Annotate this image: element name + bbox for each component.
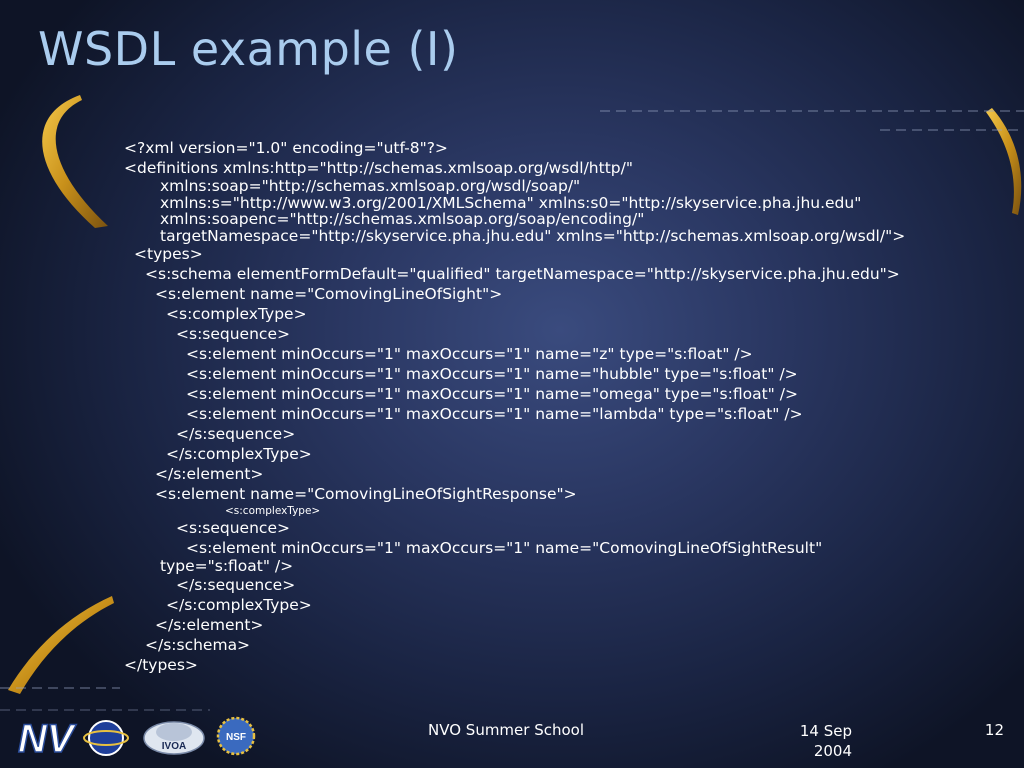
code-line: <s:element minOccurs="1" maxOccurs="1" n…	[186, 385, 798, 403]
code-line: </s:sequence>	[176, 575, 296, 594]
svg-text:IVOA: IVOA	[162, 741, 186, 752]
code-line: targetNamespace="http://skyservice.pha.j…	[160, 226, 906, 245]
footer-page-number: 12	[984, 721, 1004, 739]
gold-arc-top-left	[42, 95, 108, 228]
code-line: <s:element name="ComovingLineOfSight">	[155, 285, 503, 303]
code-line: </types>	[124, 655, 198, 674]
footer-date: 14 Sep 2004	[780, 721, 852, 761]
code-line: <s:sequence>	[176, 519, 290, 537]
code-line: xmlns:soap="http://schemas.xmlsoap.org/w…	[160, 177, 581, 195]
svg-text:NSF: NSF	[226, 732, 246, 743]
code-line: <s:complexType>	[166, 305, 307, 323]
code-line: <definitions xmlns:http="http://schemas.…	[124, 159, 633, 177]
code-line: </s:sequence>	[176, 425, 296, 443]
code-line: <s:element name="ComovingLineOfSightResp…	[155, 485, 577, 503]
code-line: <s:schema elementFormDefault="qualified"…	[145, 265, 900, 283]
footer-center-text: NVO Summer School	[428, 721, 585, 739]
gold-arc-bottom-left	[8, 596, 114, 694]
code-line: <s:sequence>	[176, 325, 290, 343]
code-line: </s:complexType>	[166, 595, 312, 614]
footer-date-line2: 2004	[813, 742, 852, 760]
code-line: <s:element minOccurs="1" maxOccurs="1" n…	[186, 365, 798, 383]
code-line: <s:element minOccurs="1" maxOccurs="1" n…	[186, 345, 753, 363]
slide-title: WSDL example (I)	[38, 22, 459, 76]
code-line: </s:complexType>	[166, 445, 312, 463]
nvo-logo: NV	[17, 716, 129, 762]
code-line: </s:schema>	[145, 635, 251, 654]
code-line: <s:element minOccurs="1" maxOccurs="1" n…	[186, 405, 803, 423]
footer-date-line1: 14 Sep	[799, 722, 852, 740]
nsf-logo: NSF	[216, 716, 256, 756]
gold-arc-right	[986, 108, 1022, 215]
code-line: <types>	[134, 245, 203, 263]
code-line: xmlns:soapenc="http://schemas.xmlsoap.or…	[160, 210, 645, 228]
footer-logos: NV IVOA NSF	[17, 716, 256, 762]
xml-code-block: <?xml version="1.0" encoding="utf-8"?> <d…	[124, 138, 1004, 675]
code-line: </s:element>	[155, 465, 264, 483]
code-line: <s:complexType>	[225, 505, 321, 517]
code-line: <?xml version="1.0" encoding="utf-8"?>	[124, 139, 448, 157]
code-line: <s:element minOccurs="1" maxOccurs="1" n…	[186, 539, 823, 557]
ivoa-logo: IVOA	[143, 721, 205, 755]
svg-text:NV: NV	[18, 717, 77, 761]
code-line: </s:element>	[155, 615, 264, 634]
code-line: type="s:float" />	[160, 557, 294, 575]
code-line: xmlns:s="http://www.w3.org/2001/XMLSchem…	[160, 193, 862, 212]
